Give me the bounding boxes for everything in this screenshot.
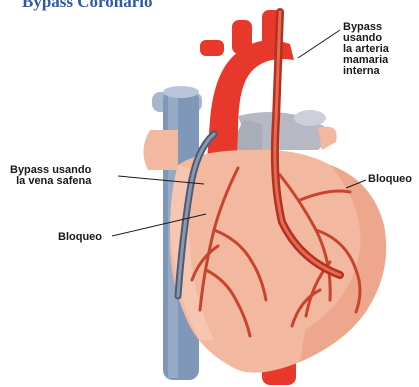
label-blockage-left: Bloqueo xyxy=(58,232,102,243)
label-blockage-right: Bloqueo xyxy=(368,174,412,185)
label-line: la vena safena xyxy=(10,176,91,187)
label-line: interna xyxy=(343,66,389,77)
label-mammary-bypass: Bypass usando la arteria mamaria interna xyxy=(343,22,389,77)
label-saphenous-bypass: Bypass usando la vena safena xyxy=(10,165,91,187)
